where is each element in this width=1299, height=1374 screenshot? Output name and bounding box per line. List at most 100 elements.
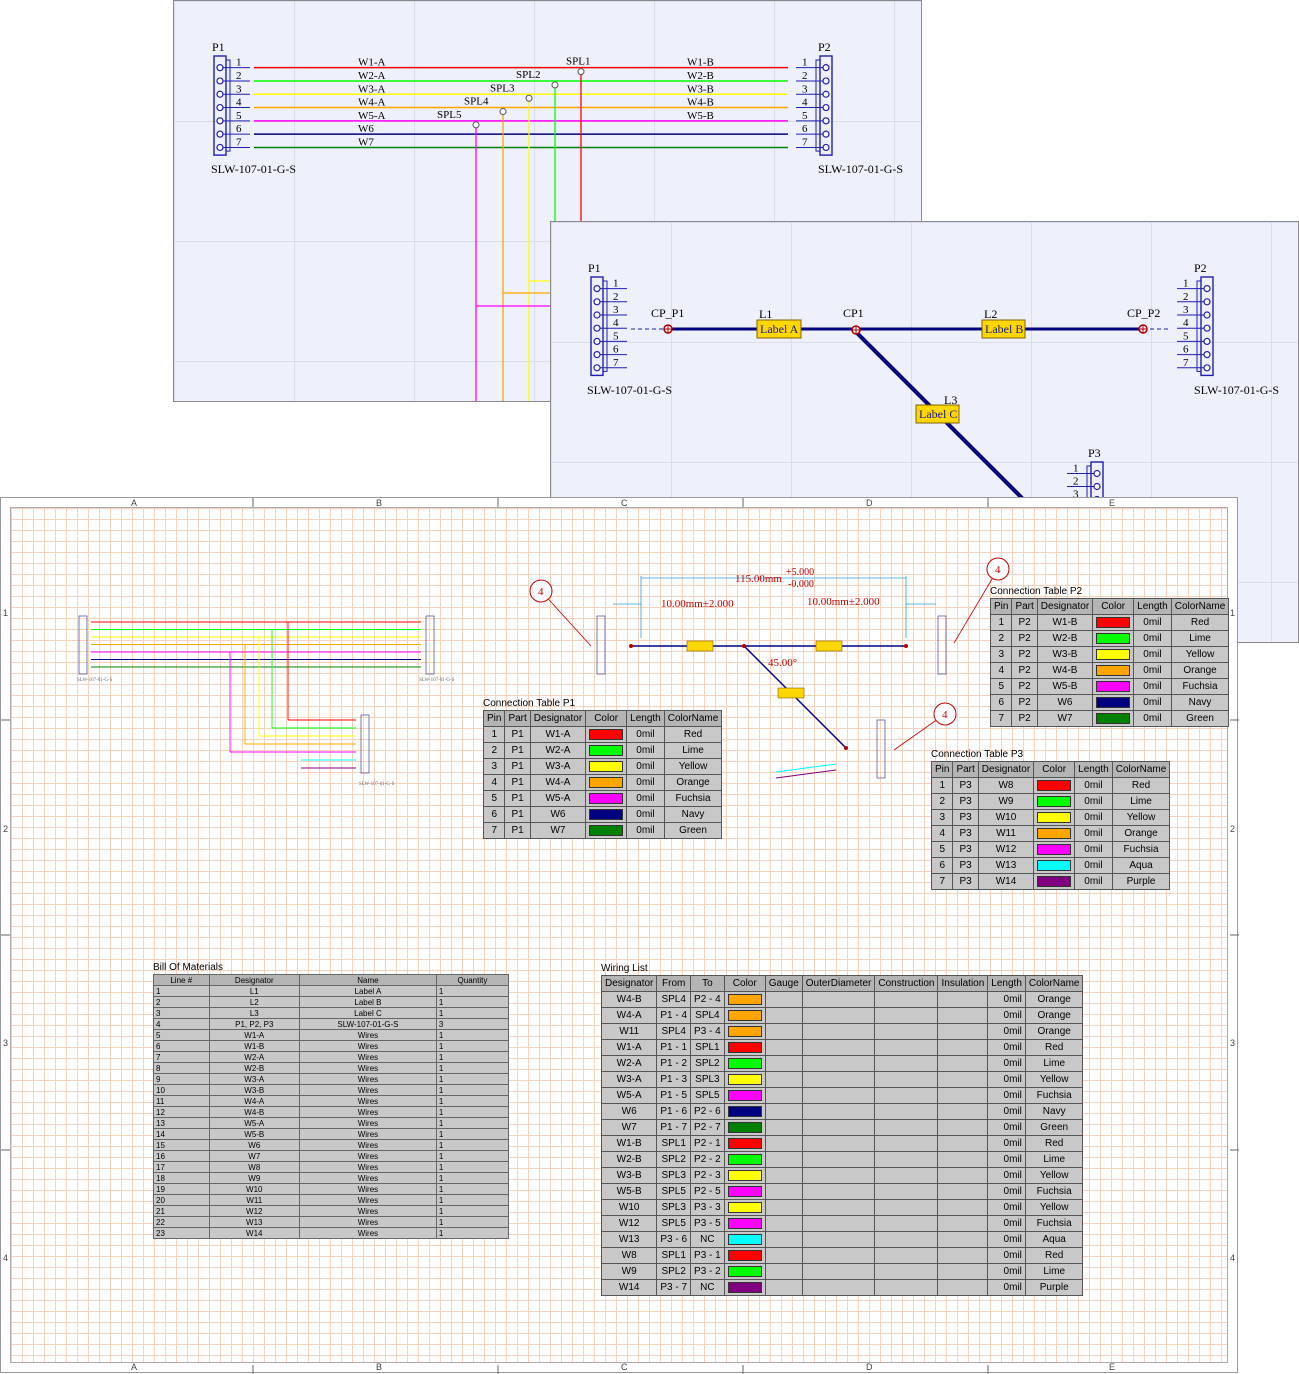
table-cell: P2 [1011,614,1038,631]
color-cell [723,1247,766,1264]
wiring-list-column-header: OuterDiameter [801,975,876,992]
table-cell: Lime [1111,793,1171,810]
bom-cell: 1 [435,1007,510,1019]
color-cell [1033,825,1076,842]
table-cell: W3-A [529,758,587,775]
table-cell: W3-B [1036,646,1094,663]
table-cell: Green [663,822,723,839]
color-cell [1033,809,1076,826]
bom-cell: W9 [208,1172,301,1184]
wiring-list-cell [801,1039,876,1056]
bom-cell: 1 [435,1106,510,1118]
wiring-list-cell [937,1007,989,1024]
wiring-list-cell: SPL1 [656,1247,692,1264]
wiring-list-cell [874,1279,939,1296]
bom-cell: Wires [299,1073,437,1085]
wiring-list-cell [874,1199,939,1216]
table-cell: P2 [1011,710,1038,727]
bom-column-header: Designator [208,974,301,986]
bom-cell: L1 [208,985,301,997]
balloon-number: 4 [995,564,1001,576]
bom-column-header: Line # [153,974,210,986]
bom-cell: 20 [153,1194,210,1206]
table-cell: 0mil [1133,678,1172,695]
color-swatch [1037,812,1072,823]
layout-p2-connector-shell [1196,280,1202,372]
bom-cell: 1 [435,985,510,997]
bom-cell: 2 [153,996,210,1008]
bom-cell: Label B [299,996,437,1008]
wiring-list-cell [764,1023,803,1040]
table-cell: 0mil [1133,614,1172,631]
p1-part-label: SLW-107-01-G-S [211,162,296,176]
layout-p1-label: P1 [588,261,601,275]
color-swatch [727,1234,762,1245]
color-swatch [727,1154,762,1165]
bom-cell: 1 [435,1128,510,1140]
layout-p1-connector-pin [593,364,601,372]
layout-p1-connector-pin-number: 2 [613,291,619,303]
wiring-list-cell: Yellow [1024,1167,1084,1184]
label-c-text: Label C [919,407,957,421]
p1-connector-pin-number: 5 [236,110,242,122]
color-cell [723,1087,766,1104]
bom-cell: 13 [153,1117,210,1129]
color-swatch [1096,617,1131,628]
wire-label-right: W2-B [687,70,714,82]
color-swatch [1037,860,1072,871]
splice-icon [499,108,507,116]
wiring-list-column-header: Designator [600,975,658,992]
color-swatch [1037,828,1072,839]
wiring-list-cell: 0mil [987,1007,1026,1024]
bom-cell: Wires [299,1106,437,1118]
table-cell: 0mil [1133,710,1172,727]
wiring-list-cell: Aqua [1024,1231,1084,1248]
color-swatch [1096,665,1131,676]
table-cell: 0mil [1133,694,1172,711]
p2-connector-pin [822,103,830,112]
wiring-list-cell: Purple [1024,1279,1084,1296]
p2-connector-pin-number: 4 [802,97,808,109]
bom-cell: Wires [299,1194,437,1206]
table-cell: 6 [482,806,506,823]
color-swatch [1037,844,1072,855]
layout-p1-connector-pin [593,311,601,319]
wiring-list-cell [764,1199,803,1216]
table-cell: W1-A [529,726,587,743]
zone-label-bottom: A [131,1362,138,1372]
wire-label-left: W7 [358,136,374,148]
color-swatch [1037,876,1072,887]
layout-p3-label: P3 [1088,446,1101,460]
wiring-list-cell [764,1119,803,1136]
wiring-list-cell [937,1087,989,1104]
color-swatch [589,729,624,740]
color-swatch [1096,633,1131,644]
wiring-list-cell: SPL5 [656,1215,692,1232]
p2-connector-pin-number: 7 [802,136,808,148]
layout-p2-connector-pin [1203,298,1211,306]
color-swatch [727,1010,762,1021]
wiring-list-cell [801,1135,876,1152]
wiring-list-cell: W5-B [600,1183,658,1200]
column-header: Designator [529,710,587,727]
bom-cell: W7 [208,1150,301,1162]
bom-cell: W4-B [208,1106,301,1118]
